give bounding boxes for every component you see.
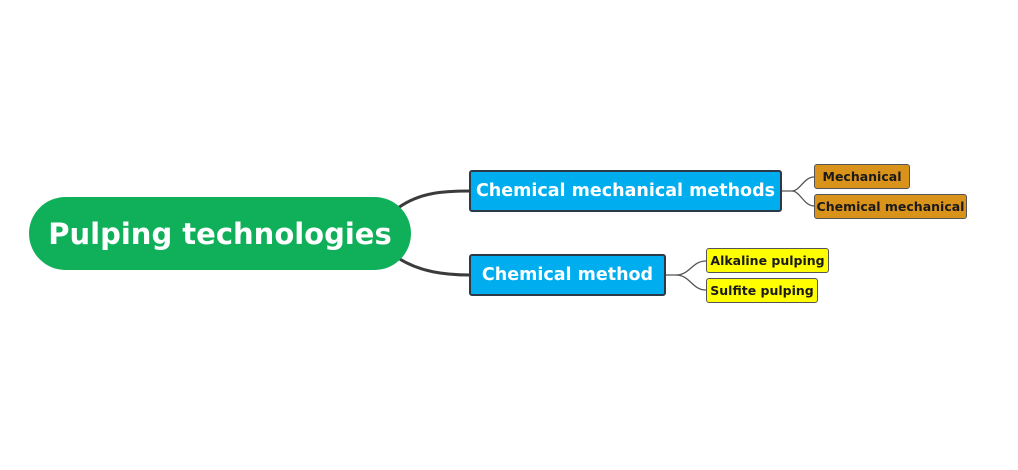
root-node-label: Pulping technologies xyxy=(48,216,392,251)
connector-branch-1-to-mechanical xyxy=(781,176,815,192)
root-node[interactable]: Pulping technologies xyxy=(29,197,411,270)
leaf-node-label: Chemical mechanical xyxy=(816,199,965,214)
connector-root-to-branch-1 xyxy=(396,189,472,210)
leaf-node-mechanical[interactable]: Mechanical xyxy=(814,164,910,189)
leaf-node-chemical-mechanical[interactable]: Chemical mechanical xyxy=(814,194,967,219)
connector-branch-2-to-alkaline xyxy=(665,260,707,276)
connector-root-to-branch-2 xyxy=(396,256,472,277)
leaf-node-label: Sulfite pulping xyxy=(710,283,814,298)
branch-node-label: Chemical method xyxy=(481,265,654,285)
branch-node-chemical-method[interactable]: Chemical method xyxy=(469,254,666,296)
branch-node-label: Chemical mechanical methods xyxy=(475,181,776,201)
leaf-node-alkaline-pulping[interactable]: Alkaline pulping xyxy=(706,248,829,273)
leaf-node-label: Mechanical xyxy=(822,169,902,184)
branch-node-chemical-mechanical-methods[interactable]: Chemical mechanical methods xyxy=(469,170,782,212)
leaf-node-sulfite-pulping[interactable]: Sulfite pulping xyxy=(706,278,818,303)
connector-branch-1-to-chemical-mechanical xyxy=(791,190,815,207)
leaf-node-label: Alkaline pulping xyxy=(710,253,825,268)
connector-branch-2-to-sulfite xyxy=(675,274,707,291)
